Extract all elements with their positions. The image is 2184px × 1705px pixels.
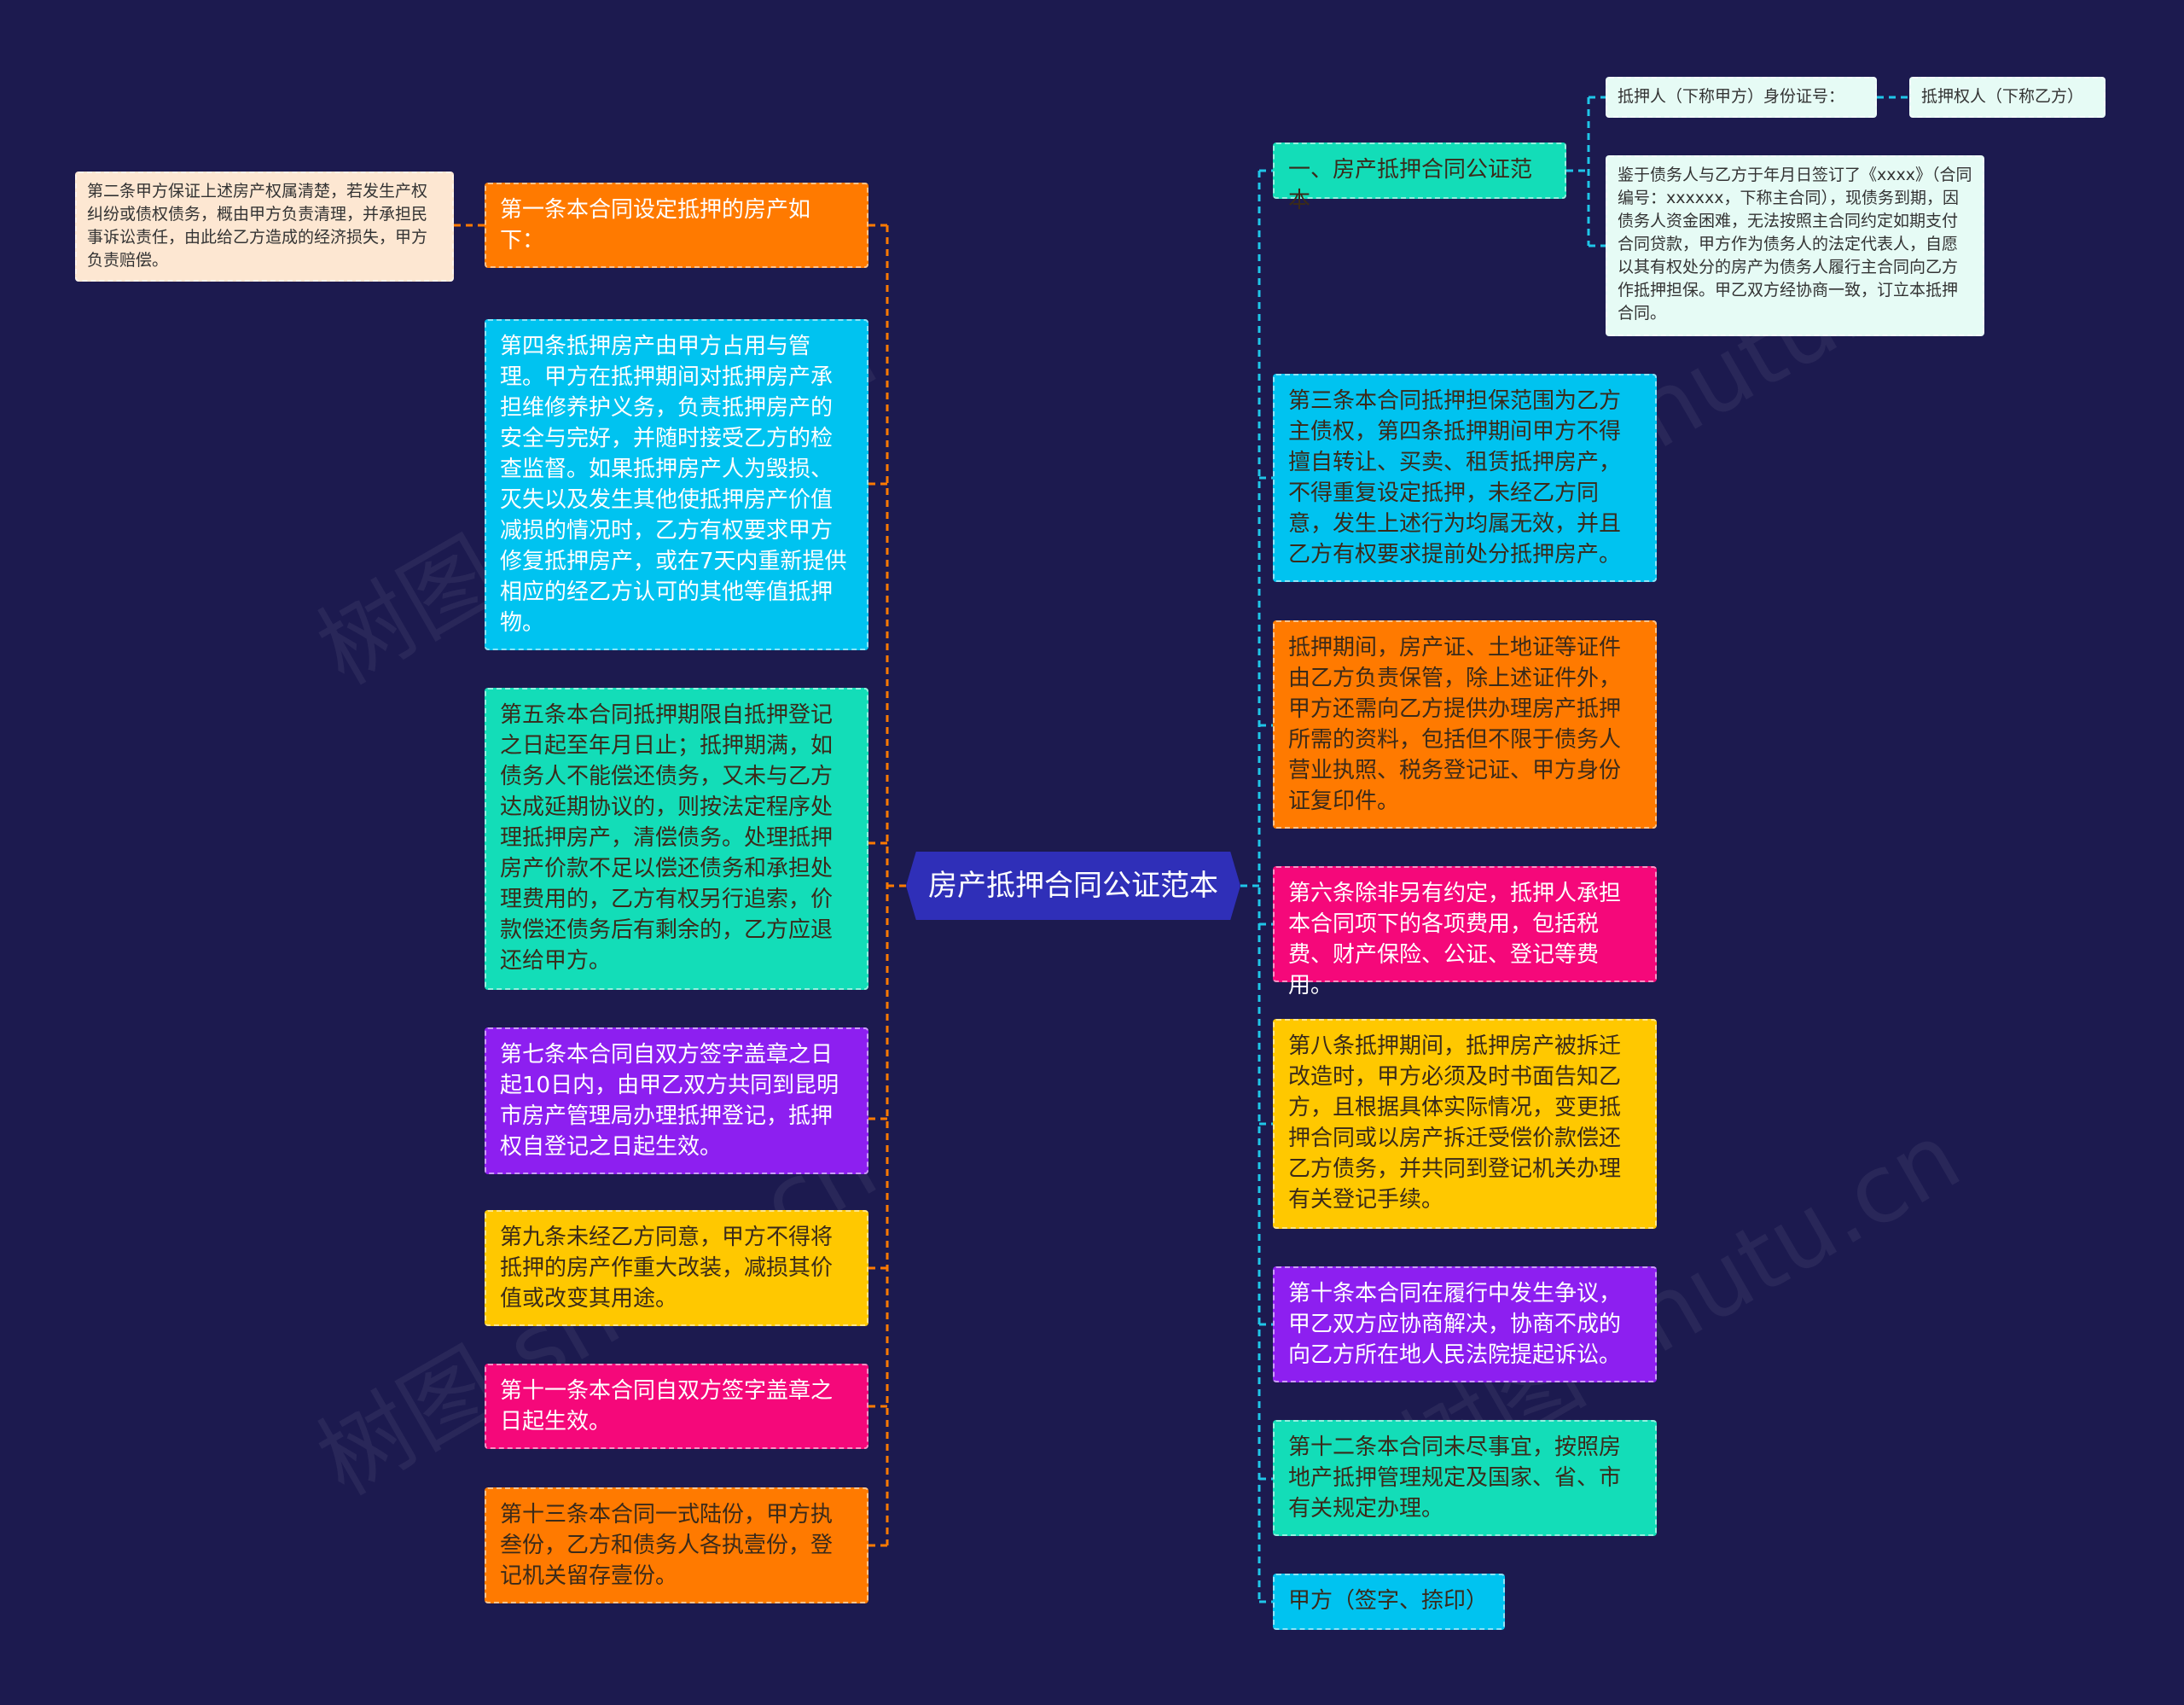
- node-left-1[interactable]: 第一条本合同设定抵押的房产如下：: [485, 183, 868, 268]
- node-right-1[interactable]: 一、房产抵押合同公证范本: [1273, 143, 1566, 213]
- node-left-2[interactable]: 第四条抵押房产由甲方占用与管理。甲方在抵押期间对抵押房产承担维修养护义务，负责抵…: [485, 319, 868, 650]
- node-right-child-id[interactable]: 抵押人（下称甲方）身份证号：: [1606, 77, 1877, 118]
- node-left-6[interactable]: 第十一条本合同自双方签字盖章之日起生效。: [485, 1364, 868, 1449]
- node-left-child[interactable]: 第二条甲方保证上述房产权属清楚，若发生产权纠纷或债权债务，概由甲方负责清理，并承…: [75, 172, 454, 282]
- node-right-6[interactable]: 第十条本合同在履行中发生争议，甲乙双方应协商解决，协商不成的向乙方所在地人民法院…: [1273, 1266, 1657, 1382]
- node-left-3[interactable]: 第五条本合同抵押期限自抵押登记之日起至年月日止；抵押期满，如债务人不能偿还债务，…: [485, 688, 868, 990]
- left-branch-lines: [868, 224, 887, 1547]
- left-trunk-line: [886, 225, 906, 1545]
- node-right-7[interactable]: 第十二条本合同未尽事宜，按照房地产抵押管理规定及国家、省、市有关规定办理。: [1273, 1420, 1657, 1536]
- right-child-lines: [1566, 96, 1909, 247]
- node-right-8[interactable]: 甲方（签字、捺印）: [1273, 1574, 1505, 1630]
- node-right-2[interactable]: 第三条本合同抵押担保范围为乙方主债权，第四条抵押期间甲方不得擅自转让、买卖、租赁…: [1273, 374, 1657, 582]
- node-right-child-preamble[interactable]: 鉴于债务人与乙方于年月日签订了《xxxx》（合同编号：xxxxxx，下称主合同）…: [1606, 155, 1984, 336]
- right-branch-lines: [1259, 169, 1273, 1603]
- node-right-5[interactable]: 第八条抵押期间，抵押房产被拆迁改造时，甲方必须及时书面告知乙方，且根据具体实际情…: [1273, 1019, 1657, 1229]
- central-topic[interactable]: 房产抵押合同公证范本: [906, 852, 1240, 920]
- node-right-3[interactable]: 抵押期间，房产证、土地证等证件由乙方负责保管，除上述证件外，甲方还需向乙方提供办…: [1273, 620, 1657, 829]
- node-left-4[interactable]: 第七条本合同自双方签字盖章之日起10日内，由甲乙双方共同到昆明市房产管理局办理抵…: [485, 1027, 868, 1174]
- node-left-7[interactable]: 第十三条本合同一式陆份，甲方执叁份，乙方和债务人各执壹份，登记机关留存壹份。: [485, 1487, 868, 1603]
- node-left-5[interactable]: 第九条未经乙方同意，甲方不得将抵押的房产作重大改装，减损其价值或改变其用途。: [485, 1210, 868, 1326]
- node-right-4[interactable]: 第六条除非另有约定，抵押人承担本合同项下的各项费用，包括税费、财产保险、公证、登…: [1273, 866, 1657, 998]
- node-right-child-mortgagee[interactable]: 抵押权人（下称乙方）: [1909, 77, 2106, 118]
- right-trunk-line: [1240, 171, 1261, 1602]
